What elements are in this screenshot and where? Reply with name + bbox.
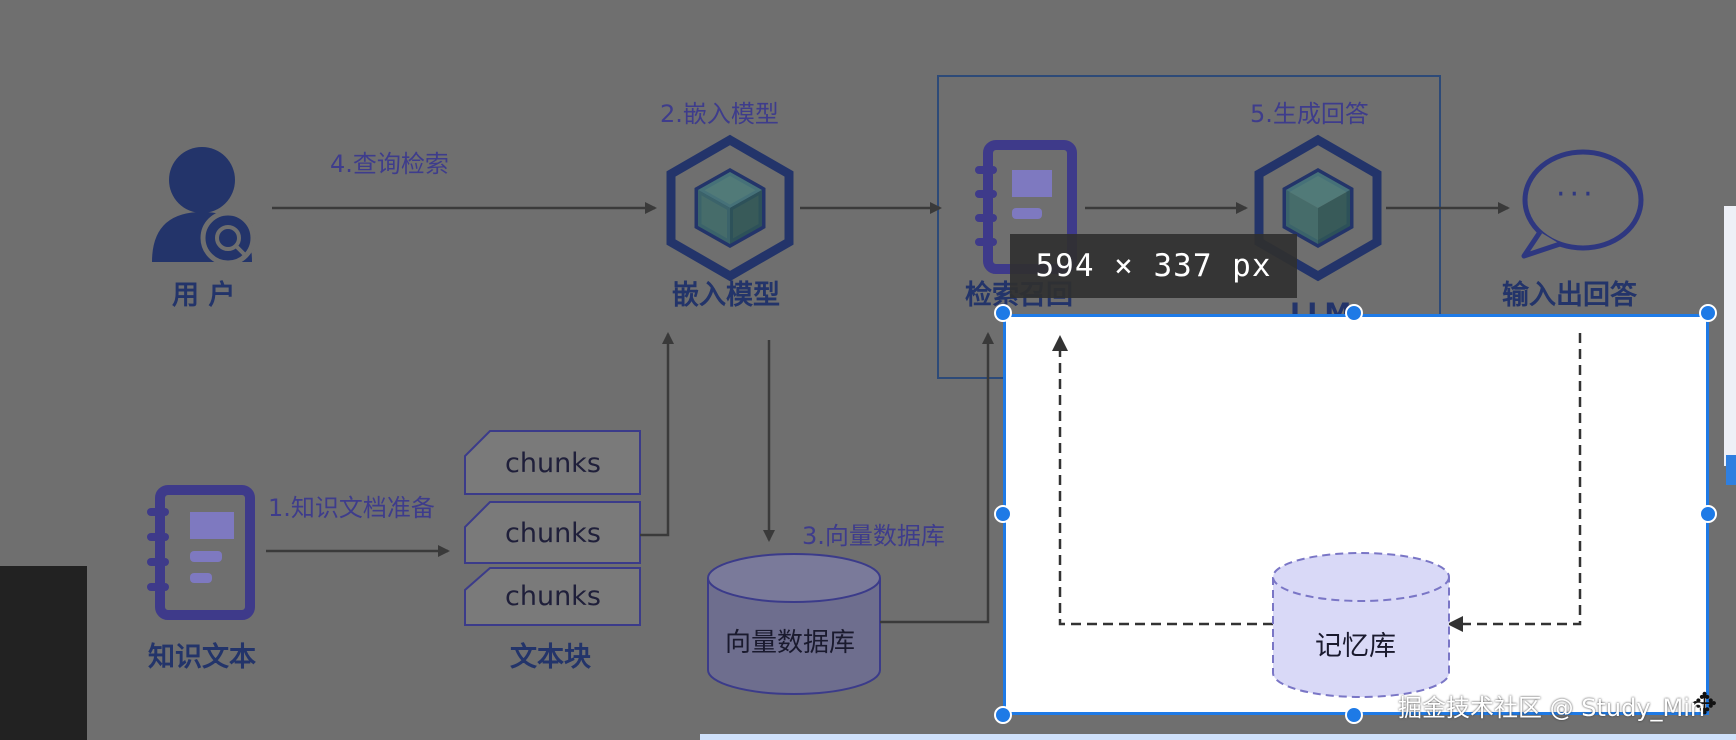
handle-bottom-center[interactable] bbox=[1345, 706, 1363, 724]
embed-model-label: 嵌入模型 bbox=[672, 280, 780, 311]
speech-bubble-icon bbox=[1521, 149, 1644, 259]
knowledge-notebook-icon bbox=[147, 485, 255, 620]
text-blocks-label: 文本块 bbox=[510, 642, 591, 673]
watermark-text: 掘金技术社区 @ Study_Min bbox=[1398, 694, 1706, 722]
handle-middle-right[interactable] bbox=[1699, 505, 1717, 523]
embed-model-icon bbox=[666, 134, 794, 282]
step-1-prepare-label: 1.知识文档准备 bbox=[268, 494, 435, 522]
dashed-arrow-output-to-memory bbox=[1447, 333, 1582, 632]
step-3-vector-label: 3.向量数据库 bbox=[802, 522, 945, 550]
chunk-shape-2 bbox=[464, 501, 641, 564]
handle-top-left[interactable] bbox=[994, 304, 1012, 322]
right-edge-panel bbox=[1724, 206, 1736, 466]
bubble-dots: ··· bbox=[1556, 177, 1597, 212]
chunk-label-3: chunks bbox=[505, 581, 601, 612]
memory-label: 记忆库 bbox=[1315, 631, 1396, 662]
chunk-label-1: chunks bbox=[505, 448, 601, 479]
output-label: 输入出回答 bbox=[1502, 280, 1637, 311]
chunk-shape-1 bbox=[464, 430, 641, 495]
vector-db-label: 向量数据库 bbox=[725, 628, 856, 658]
resize-cursor-icon: ✥ bbox=[1692, 687, 1718, 722]
user-search-icon bbox=[152, 147, 256, 266]
selection-region[interactable]: 记忆库 bbox=[1003, 314, 1709, 715]
llm-model-icon bbox=[1254, 134, 1382, 282]
step-5-generate-label: 5.生成回答 bbox=[1250, 100, 1369, 128]
right-edge-accent bbox=[1726, 455, 1736, 485]
vector-db-cylinder-icon bbox=[707, 553, 881, 695]
chunk-label-2: chunks bbox=[505, 518, 601, 549]
handle-top-right[interactable] bbox=[1699, 304, 1717, 322]
memory-cylinder-icon bbox=[1272, 552, 1450, 698]
handle-middle-left[interactable] bbox=[994, 505, 1012, 523]
dashed-arrow-memory-to-retrieval bbox=[1052, 335, 1273, 626]
user-label: 用 户 bbox=[172, 280, 236, 311]
handle-bottom-left[interactable] bbox=[994, 706, 1012, 724]
knowledge-text-label: 知识文本 bbox=[148, 642, 256, 673]
arrow-chunks-to-embed bbox=[640, 332, 674, 537]
arrow-vector-db-to-retrieval bbox=[880, 332, 994, 624]
step-4-query-label: 4.查询检索 bbox=[330, 150, 449, 178]
handle-top-center[interactable] bbox=[1345, 304, 1363, 322]
step-2-embed-label: 2.嵌入模型 bbox=[660, 100, 779, 128]
memory-flow-diagram bbox=[1052, 333, 1582, 698]
selection-dimension-readout: 594 × 337 px bbox=[1010, 234, 1297, 298]
bottom-edge-strip bbox=[700, 734, 1736, 740]
left-dark-panel bbox=[0, 566, 87, 740]
chunk-shape-3 bbox=[464, 567, 641, 626]
